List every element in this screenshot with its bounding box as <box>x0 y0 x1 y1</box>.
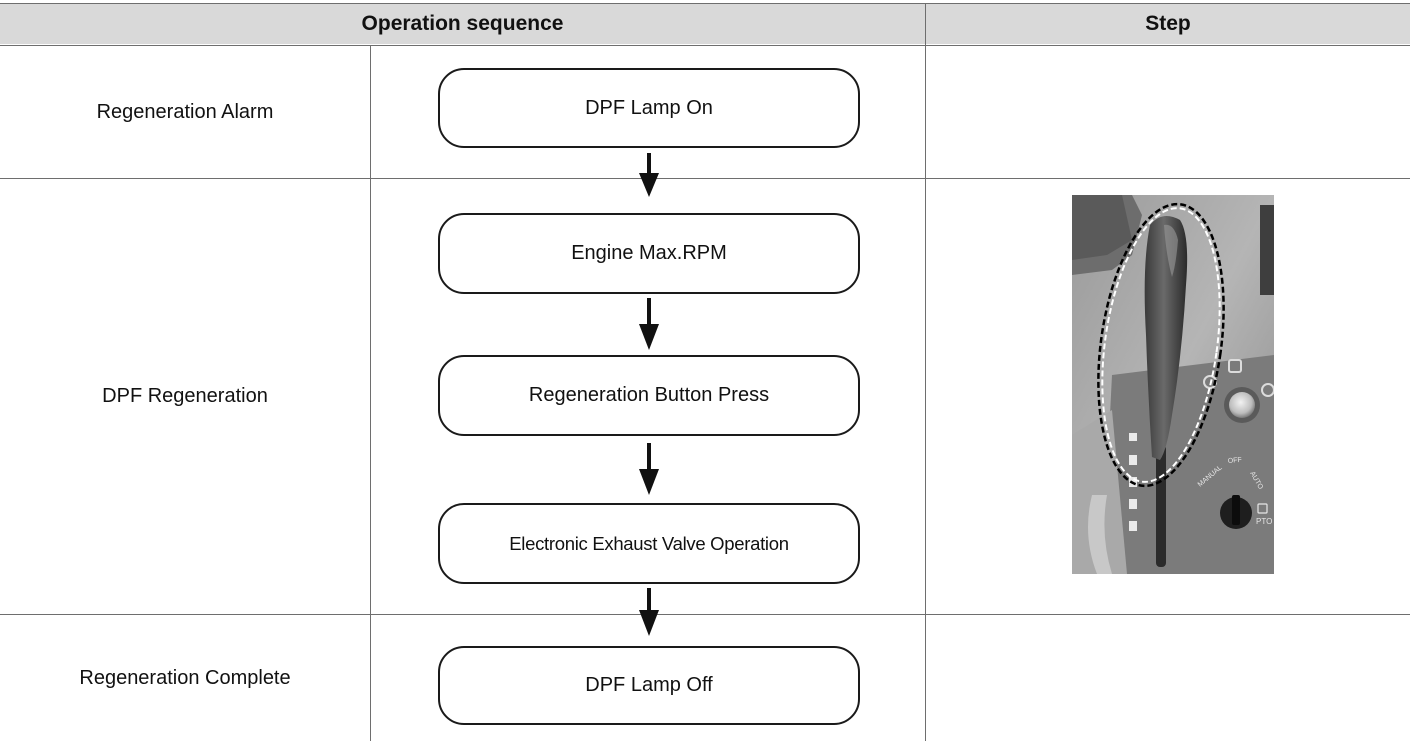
header-bottom-border <box>0 45 1410 46</box>
flow-box-dpf-lamp-on: DPF Lamp On <box>438 68 860 148</box>
flow-box-regeneration-button-press: Regeneration Button Press <box>438 355 860 436</box>
stage-regeneration-alarm: Regeneration Alarm <box>96 100 274 123</box>
arrow-down-icon <box>639 298 659 350</box>
throttle-lever-photo: MANUAL OFF AUTO PTO <box>1072 195 1274 574</box>
table-top-border <box>0 3 1410 4</box>
arrow-down-icon <box>639 153 659 197</box>
column-divider-stage <box>370 45 371 741</box>
row-divider-1 <box>0 178 1410 179</box>
flow-box-engine-max-rpm: Engine Max.RPM <box>438 213 860 294</box>
flow-box-exhaust-valve-operation: Electronic Exhaust Valve Operation <box>438 503 860 584</box>
row-divider-2 <box>0 614 1410 615</box>
header-step: Step <box>926 4 1410 44</box>
header-operation-sequence: Operation sequence <box>0 4 925 44</box>
arrow-down-icon <box>639 443 659 495</box>
stage-regeneration-complete: Regeneration Complete <box>79 666 291 689</box>
column-divider-step <box>925 45 926 741</box>
column-divider-header <box>925 3 926 45</box>
stage-dpf-regeneration: DPF Regeneration <box>102 385 268 407</box>
flow-box-dpf-lamp-off: DPF Lamp Off <box>438 646 860 725</box>
arrow-down-icon <box>639 588 659 636</box>
switch-label-off: OFF <box>1228 457 1243 465</box>
switch-label-pto: PTO <box>1256 517 1272 526</box>
